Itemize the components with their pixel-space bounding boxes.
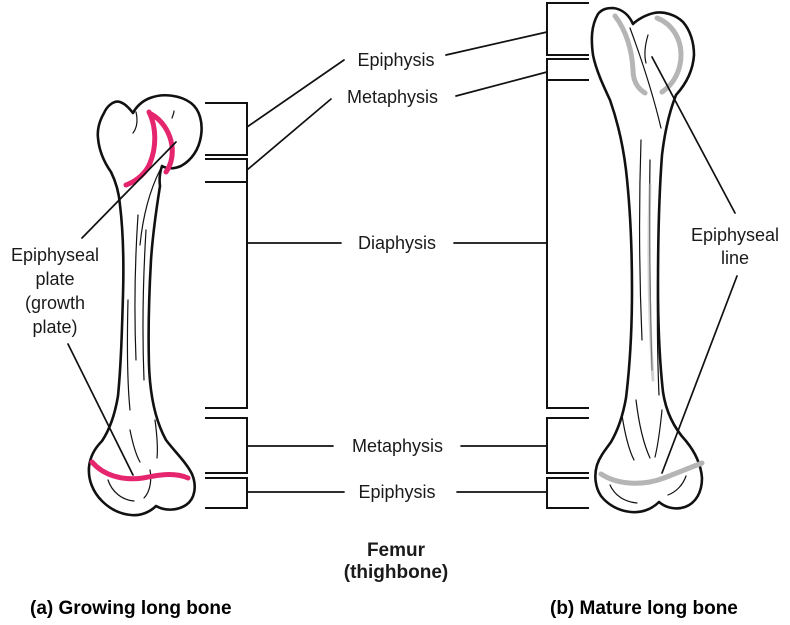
caption-growing-long-bone: (a) Growing long bone [30, 598, 232, 619]
label-metaphysis-bottom: Metaphysis [351, 436, 444, 456]
label-epiphyseal-line: Epiphyseal line [690, 225, 780, 268]
right-bracket-metaphysis-bottom [546, 417, 589, 474]
mature-bone-illustration [590, 6, 705, 514]
left-bracket-epiphysis-bottom [205, 477, 248, 509]
right-bracket-metaphysis-diaphysis [546, 58, 589, 409]
right-bracket-epiphysis-top [546, 2, 589, 56]
leader-metaphysis-top-right [455, 71, 548, 97]
left-bracket-metaphysis-diaphysis [205, 158, 248, 409]
left-bracket-epiphysis-top [205, 102, 248, 156]
caption-mature-long-bone: (b) Mature long bone [550, 598, 738, 619]
leader-epiphysis-top-right [445, 31, 548, 56]
label-metaphysis-top: Metaphysis [346, 87, 439, 107]
leader-growth-plate-upper [81, 141, 177, 239]
leader-epiphysis-top-left [246, 59, 345, 128]
label-epiphyseal-plate: Epiphyseal plate (growth plate) [10, 245, 100, 337]
leader-metaphysis-top-left [246, 98, 332, 171]
left-region-brackets [205, 102, 248, 509]
label-leader-lines [67, 31, 738, 493]
epiphyseal-line-marks [598, 13, 705, 486]
label-diaphysis: Diaphysis [357, 233, 437, 253]
leader-epiphyseal-line-lower [661, 275, 738, 474]
growing-bone-illustration [87, 93, 203, 517]
growing-bone-outline [87, 93, 203, 517]
growth-plate-bottom-line [89, 459, 191, 482]
growth-plate-top-left-arc [123, 109, 158, 188]
epiphyseal-line-top-left-arc [612, 13, 648, 96]
label-epiphysis-top: Epiphysis [357, 50, 435, 70]
left-bracket-metaphysis-bottom [205, 417, 248, 474]
epiphyseal-line-shaft-streak [647, 183, 655, 382]
epiphyseal-line-top-right-arc [654, 15, 684, 95]
label-epiphysis-bottom: Epiphysis [358, 482, 436, 502]
right-bracket-epiphysis-bottom [546, 477, 589, 509]
growing-bone-detail-lines [107, 110, 175, 502]
leader-growth-plate-lower [67, 343, 134, 476]
right-region-brackets [546, 2, 589, 509]
epiphyseal-line-bottom-line [598, 460, 705, 486]
label-femur-title: Femur (thighbone) [343, 540, 449, 583]
leader-epiphyseal-line-upper [651, 56, 736, 214]
mature-bone-outline [590, 6, 704, 514]
